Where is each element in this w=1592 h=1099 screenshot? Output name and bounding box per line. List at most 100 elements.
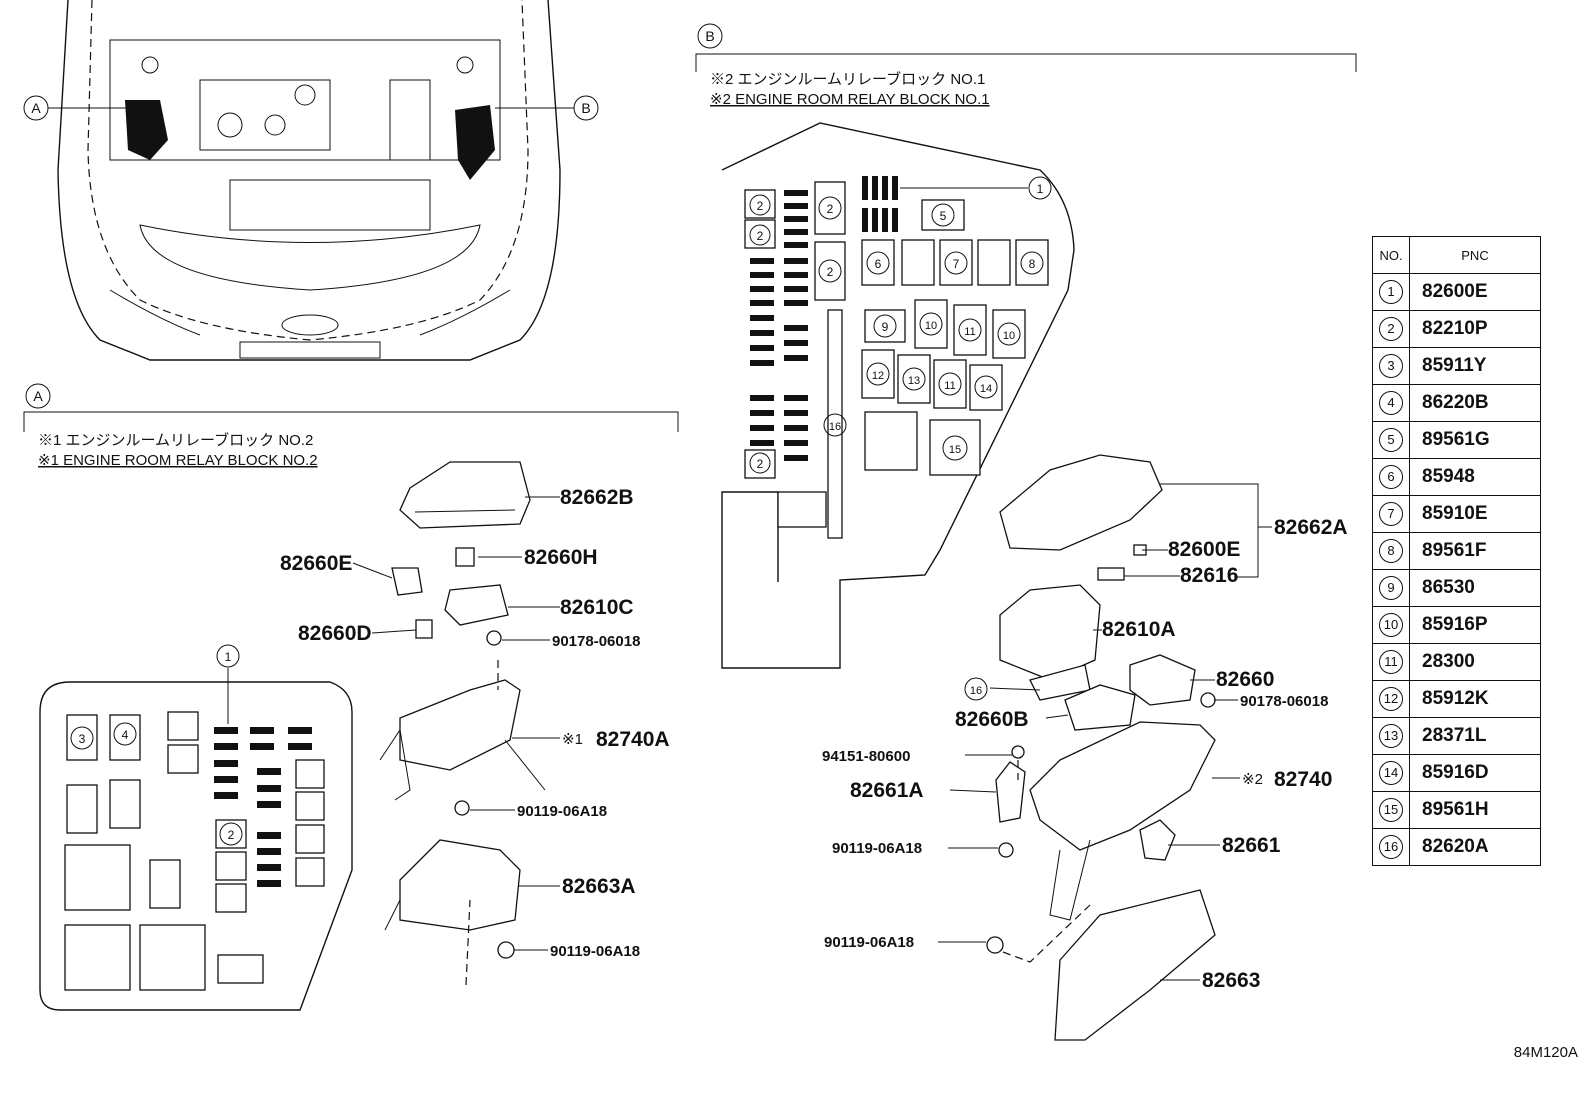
- row-number: 16: [1372, 828, 1410, 866]
- b-callout-2b: 2: [757, 229, 764, 243]
- b-callout-16a: 16: [829, 421, 841, 433]
- part-94151-80600: 94151-80600: [822, 748, 910, 765]
- block-b-leaders: [938, 483, 1272, 981]
- row-number: 12: [1372, 680, 1410, 718]
- a-callout-4: 4: [122, 728, 129, 742]
- block-b-title-en: ※2 ENGINE ROOM RELAY BLOCK NO.1: [710, 91, 990, 108]
- row-number-circle: 16: [1379, 835, 1403, 859]
- header-no: NO.: [1372, 236, 1410, 274]
- block-b-layout: 1 2 2 2 2 2 5 6 7 8 9 10 10 11 11 12 13 …: [721, 122, 1075, 669]
- table-header: NO. PNC: [1372, 236, 1541, 274]
- part-90178-06018-b: 90178-06018: [1240, 693, 1328, 710]
- row-number: 13: [1372, 717, 1410, 755]
- block-a-title-en: ※1 ENGINE ROOM RELAY BLOCK NO.2: [38, 452, 318, 469]
- b-callout-1: 1: [1037, 182, 1044, 196]
- row-number-circle: 12: [1379, 687, 1403, 711]
- block-b-title-jp: ※2 エンジンルームリレーブロック NO.1: [710, 70, 985, 88]
- block-b-exploded-parts: [986, 454, 1216, 1041]
- row-number-circle: 13: [1379, 724, 1403, 748]
- row-number-circle: 7: [1379, 502, 1403, 526]
- row-number-circle: 11: [1379, 650, 1403, 674]
- row-number: 2: [1372, 310, 1410, 348]
- part-90119-06A18-b2: 90119-06A18: [824, 934, 914, 951]
- b-callout-16b: 16: [970, 685, 982, 697]
- row-number: 14: [1372, 754, 1410, 792]
- row-number: 11: [1372, 643, 1410, 681]
- block-a-leaders: [352, 496, 560, 951]
- b-callout-11b: 11: [944, 380, 955, 392]
- block-a-title-jp: ※1 エンジンルームリレーブロック NO.2: [38, 431, 313, 449]
- row-pnc: 85916D: [1409, 754, 1541, 792]
- row-pnc: 85948: [1409, 458, 1541, 496]
- row-pnc: 82600E: [1409, 273, 1541, 311]
- b-callout-12: 12: [872, 370, 884, 382]
- b-callout-9: 9: [882, 320, 889, 334]
- part-82662A: 82662A: [1274, 516, 1348, 539]
- row-number-circle: 8: [1379, 539, 1403, 563]
- part-82740: 82740: [1274, 768, 1332, 791]
- part-82661A: 82661A: [850, 779, 924, 802]
- section-a-label: A: [33, 388, 43, 404]
- row-number-circle: 6: [1379, 465, 1403, 489]
- row-pnc: 86530: [1409, 569, 1541, 607]
- part-82740A-mark: ※1: [562, 731, 583, 748]
- header-pnc: PNC: [1409, 236, 1541, 274]
- b-callout-2e: 2: [757, 457, 764, 471]
- row-pnc: 82620A: [1409, 828, 1541, 866]
- b-callout-7: 7: [953, 257, 960, 271]
- row-number-circle: 9: [1379, 576, 1403, 600]
- part-90119-06A18-a1: 90119-06A18: [517, 803, 607, 820]
- label-b: B: [581, 100, 590, 116]
- part-82660: 82660: [1216, 668, 1274, 691]
- part-82660E: 82660E: [280, 552, 352, 575]
- row-pnc: 85916P: [1409, 606, 1541, 644]
- b-callout-2c: 2: [827, 202, 834, 216]
- a-callout-2: 2: [228, 828, 235, 842]
- row-number-circle: 3: [1379, 354, 1403, 378]
- b-callout-11a: 11: [964, 326, 975, 338]
- row-pnc: 85912K: [1409, 680, 1541, 718]
- row-pnc: 89561F: [1409, 532, 1541, 570]
- b-callout-10a: 10: [925, 320, 937, 332]
- b-callout-2d: 2: [827, 265, 834, 279]
- b-callout-8: 8: [1029, 257, 1036, 271]
- row-pnc: 82210P: [1409, 310, 1541, 348]
- b-callout-15: 15: [949, 444, 961, 456]
- row-number-circle: 14: [1379, 761, 1403, 785]
- part-82662B: 82662B: [560, 486, 634, 509]
- part-82610C: 82610C: [560, 596, 634, 619]
- row-number: 5: [1372, 421, 1410, 459]
- row-number: 3: [1372, 347, 1410, 385]
- row-pnc: 28371L: [1409, 717, 1541, 755]
- row-number-circle: 4: [1379, 391, 1403, 415]
- b-callout-13: 13: [908, 375, 920, 387]
- part-90178-06018-a: 90178-06018: [552, 633, 640, 650]
- row-number-circle: 1: [1379, 280, 1403, 304]
- row-number-circle: 5: [1379, 428, 1403, 452]
- row-number: 1: [1372, 273, 1410, 311]
- row-number: 15: [1372, 791, 1410, 829]
- row-pnc: 89561G: [1409, 421, 1541, 459]
- b-callout-5: 5: [940, 209, 947, 223]
- car-engine-bay-view: A B: [23, 0, 599, 361]
- b-callout-10b: 10: [1003, 330, 1015, 342]
- part-82661: 82661: [1222, 834, 1281, 857]
- row-pnc: 85910E: [1409, 495, 1541, 533]
- a-callout-3: 3: [79, 732, 86, 746]
- block-a-exploded-parts: [379, 461, 546, 986]
- part-82663: 82663: [1202, 969, 1260, 992]
